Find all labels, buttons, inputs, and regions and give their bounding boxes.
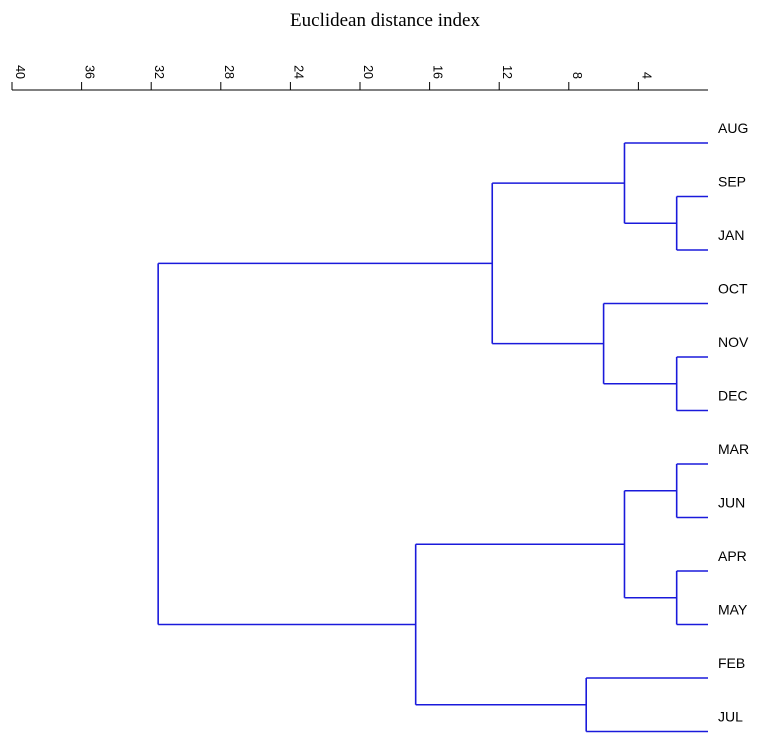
x-tick-label: 40 [13,65,27,79]
x-tick-label: 8 [570,72,584,79]
leaf-label: NOV [718,334,749,350]
x-tick-label: 24 [291,65,305,79]
leaf-label: AUG [718,120,748,136]
leaf-label: MAR [718,441,749,457]
leaf-label: SEP [718,174,746,190]
x-tick-label: 32 [152,65,166,79]
dendrogram-links [157,142,708,733]
x-axis-title: Euclidean distance index [290,10,480,31]
x-tick-label: 4 [639,72,653,79]
leaf-label: JUN [718,495,745,511]
leaf-labels: AUG SEP JAN OCT NOV DEC MAR JUN APR MAY FEB JUL [718,120,749,725]
x-tick-label: 36 [83,65,97,79]
leaf-label: JUL [718,709,743,725]
leaf-label: OCT [718,281,748,297]
leaf-label: DEC [718,388,748,404]
leaf-label: JAN [718,227,744,243]
x-tick-label: 28 [222,65,236,79]
x-tick-label: 16 [431,65,445,79]
x-axis-ticks: 40 36 32 28 24 20 16 12 8 4 [11,65,653,90]
leaf-label: FEB [718,655,745,671]
leaf-label: APR [718,548,747,564]
x-tick-label: 20 [361,65,375,79]
leaf-label: MAY [718,602,748,618]
x-tick-label: 12 [500,65,514,79]
